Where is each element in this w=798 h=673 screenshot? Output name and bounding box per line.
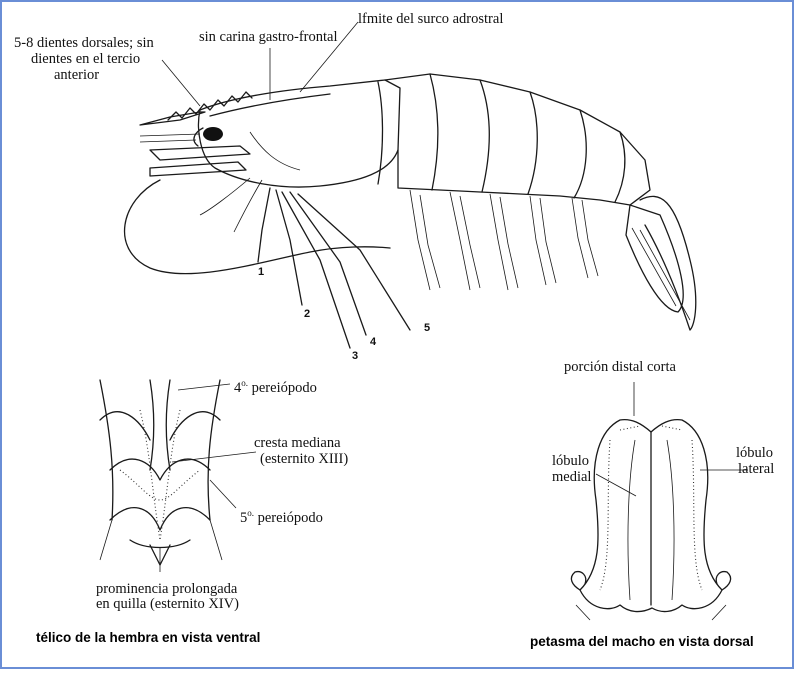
label-lateral-lobe-line1: lóbulo xyxy=(736,446,773,461)
label-lateral-lobe-line2: lateral xyxy=(738,462,774,477)
label-no-carina: sin carina gastro-frontal xyxy=(199,30,338,45)
label-medial-lobe-line2: medial xyxy=(552,470,591,485)
petasma-drawing xyxy=(571,420,730,620)
label-dorsal-teeth-line3: anterior xyxy=(54,68,99,83)
label-pereiopod-5: 5o. pereiópodo xyxy=(240,506,323,526)
thelycum-drawing xyxy=(100,380,222,565)
label-keel-line2: en quilla (esternito XIV) xyxy=(96,597,239,612)
label-median-crest-line2: (esternito XIII) xyxy=(260,452,348,467)
label-median-crest-line1: cresta mediana xyxy=(254,436,341,451)
leg-number-5: 5 xyxy=(424,322,430,334)
leg-number-1: 1 xyxy=(258,266,264,278)
label-medial-lobe-line1: lóbulo xyxy=(552,454,589,469)
thelycum-caption: télico de la hembra en vista ventral xyxy=(36,630,260,645)
label-keel-line1: prominencia prolongada xyxy=(96,582,237,597)
label-dorsal-teeth-line2: dientes en el tercio xyxy=(31,52,140,67)
leg-number-3: 3 xyxy=(352,350,358,362)
leg-number-4: 4 xyxy=(370,336,376,348)
label-distal-portion: porción distal corta xyxy=(564,360,676,375)
label-adrostral-limit: lfmite del surco adrostral xyxy=(358,12,503,27)
petasma-caption: petasma del macho en vista dorsal xyxy=(530,634,754,649)
leg-number-2: 2 xyxy=(304,308,310,320)
label-dorsal-teeth-line1: 5-8 dientes dorsales; sin xyxy=(14,36,154,51)
shrimp-drawing xyxy=(125,74,696,348)
label-pereiopod-4: 4o. pereiópodo xyxy=(234,376,317,396)
